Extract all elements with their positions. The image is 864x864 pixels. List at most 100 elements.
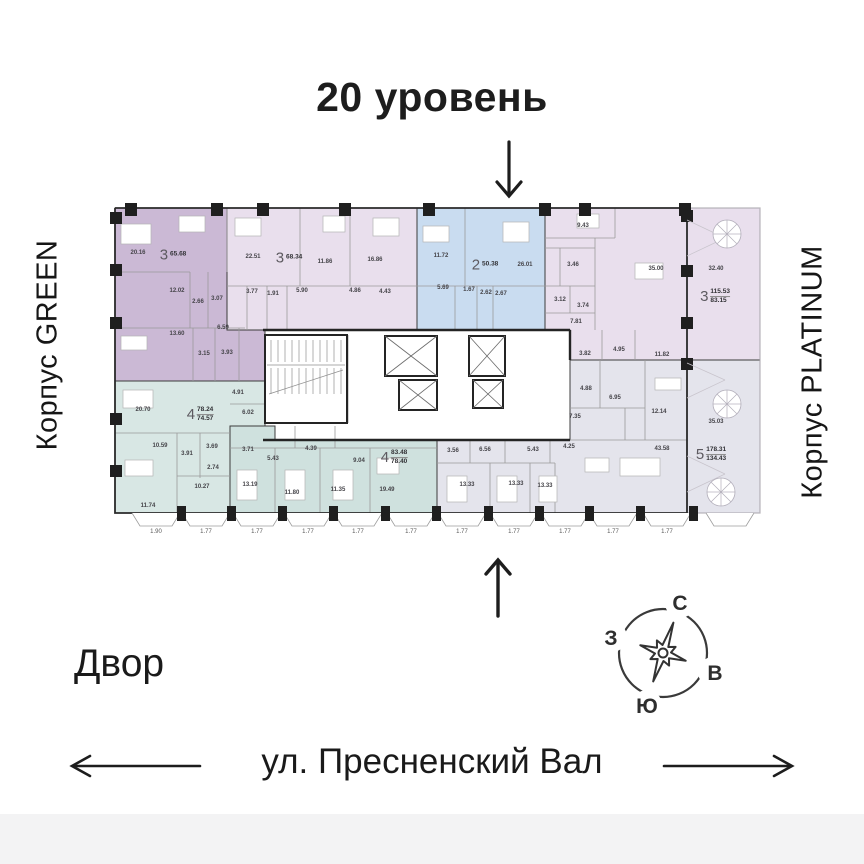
street-arrow-right-icon — [662, 754, 795, 778]
room-area-label: 5.90 — [296, 288, 308, 294]
terrace-parasol — [706, 477, 736, 507]
apartment-area-value: 83.15 — [710, 296, 730, 306]
terrace-parasol — [712, 389, 742, 419]
apartment-rooms-count: 4 — [186, 406, 196, 424]
room-area-label: 4.95 — [613, 347, 625, 353]
room-area-label: 11.35 — [330, 487, 346, 493]
apartment-area-value: 50.38 — [482, 260, 499, 268]
room-area-label: 4.91 — [232, 390, 244, 396]
room-area-label: 16.86 — [367, 257, 383, 263]
room-area-label: 10.27 — [194, 484, 210, 490]
room-area-label: 26.01 — [517, 262, 533, 268]
room-area-label: 22.51 — [245, 254, 261, 260]
room-area-label: 4.25 — [563, 444, 575, 450]
left-wing-label: Корпус GREEN — [31, 239, 64, 451]
room-area-label: 13.60 — [169, 331, 185, 337]
room-area-label: 13.33 — [459, 482, 475, 488]
balcony-area-label: 1.77 — [661, 529, 673, 535]
apartment-areas: 65.68 — [170, 251, 186, 259]
page-title: 20 уровень — [316, 74, 548, 120]
apartment-rooms-count: 3 — [159, 246, 169, 264]
balcony-area-label: 1.77 — [251, 529, 263, 535]
room-area-label: 6.56 — [479, 447, 491, 453]
room-area-label: 2.66 — [192, 299, 204, 305]
room-area-label: 5.69 — [437, 285, 449, 291]
room-area-label: 2.62 — [480, 290, 492, 296]
up-arrow-icon — [484, 557, 512, 618]
room-area-label: 11.72 — [433, 253, 449, 259]
balcony-area-label: 1.90 — [150, 529, 162, 535]
room-area-label: 3.07 — [211, 296, 223, 302]
apartment-area-value: 78.40 — [391, 457, 408, 466]
room-area-label: 2.67 — [495, 291, 507, 297]
room-area-label: 4.86 — [349, 288, 361, 294]
apartment-area-value: 134.43 — [706, 454, 727, 463]
balcony-area-label: 1.77 — [352, 529, 364, 535]
elevator-shaft — [472, 379, 504, 409]
apartment-area-value: 78.24 — [197, 406, 214, 414]
room-area-label: 4.88 — [580, 386, 592, 392]
apartment-areas: 68.34 — [286, 254, 302, 262]
room-area-label: 10.59 — [152, 443, 168, 449]
balcony-area-label: 1.77 — [607, 529, 619, 535]
room-area-label: 13.33 — [537, 483, 553, 489]
room-area-label: 3.71 — [242, 447, 254, 453]
room-area-label: 32.40 — [708, 266, 724, 272]
room-area-label: 3.74 — [577, 303, 589, 309]
room-area-label: 3.69 — [206, 444, 218, 450]
room-area-label: 3.77 — [246, 289, 258, 295]
floor-plan-drawing — [110, 203, 761, 527]
compass-rose: С В Ю З — [597, 588, 728, 720]
compass-west: З — [604, 627, 617, 650]
down-arrow-icon — [495, 140, 523, 199]
room-area-label: 12.14 — [651, 409, 667, 415]
apartment-rooms-count: 2 — [471, 256, 481, 274]
room-area-label: 11.80 — [284, 490, 300, 496]
footer-strip — [0, 814, 864, 864]
balcony-area-label: 1.77 — [302, 529, 314, 535]
room-area-label: 6.02 — [242, 410, 254, 416]
room-area-label: 3.93 — [221, 350, 233, 356]
balcony-area-label: 1.77 — [200, 529, 212, 535]
room-area-label: 9.43 — [577, 223, 589, 229]
room-area-label: 7.35 — [569, 414, 581, 420]
apartment-rooms-count: 5 — [695, 446, 705, 464]
room-area-label: 11.74 — [140, 503, 156, 509]
street-arrow-left-icon — [69, 754, 202, 778]
room-area-label: 35.00 — [648, 266, 664, 272]
room-area-label: 20.70 — [135, 407, 151, 413]
apartment-rooms-count: 4 — [380, 449, 390, 467]
compass-north: С — [672, 592, 687, 615]
room-area-label: 3.12 — [554, 297, 566, 303]
terrace-parasol — [712, 219, 742, 249]
apartment-area-value: 115.53 — [710, 288, 730, 296]
courtyard-label: Двор — [74, 642, 165, 685]
balcony-area-label: 1.77 — [508, 529, 520, 535]
balcony-area-label: 1.77 — [559, 529, 571, 535]
elevator-shaft — [468, 335, 506, 377]
apartment-area-value: 178.31 — [706, 446, 727, 454]
room-area-label: 13.19 — [242, 482, 258, 488]
room-area-label: 7.81 — [570, 319, 582, 325]
room-area-label: 4.39 — [305, 446, 317, 452]
balcony-area-label: 1.77 — [456, 529, 468, 535]
apartment-area-value: 74.57 — [197, 414, 214, 423]
room-area-label: 6.59 — [217, 325, 229, 331]
room-area-label: 9.04 — [353, 458, 365, 464]
right-wing-label: Корпус PLATINUM — [796, 245, 829, 499]
room-area-label: 20.16 — [130, 250, 146, 256]
apartment-area-value: 65.68 — [170, 250, 187, 258]
